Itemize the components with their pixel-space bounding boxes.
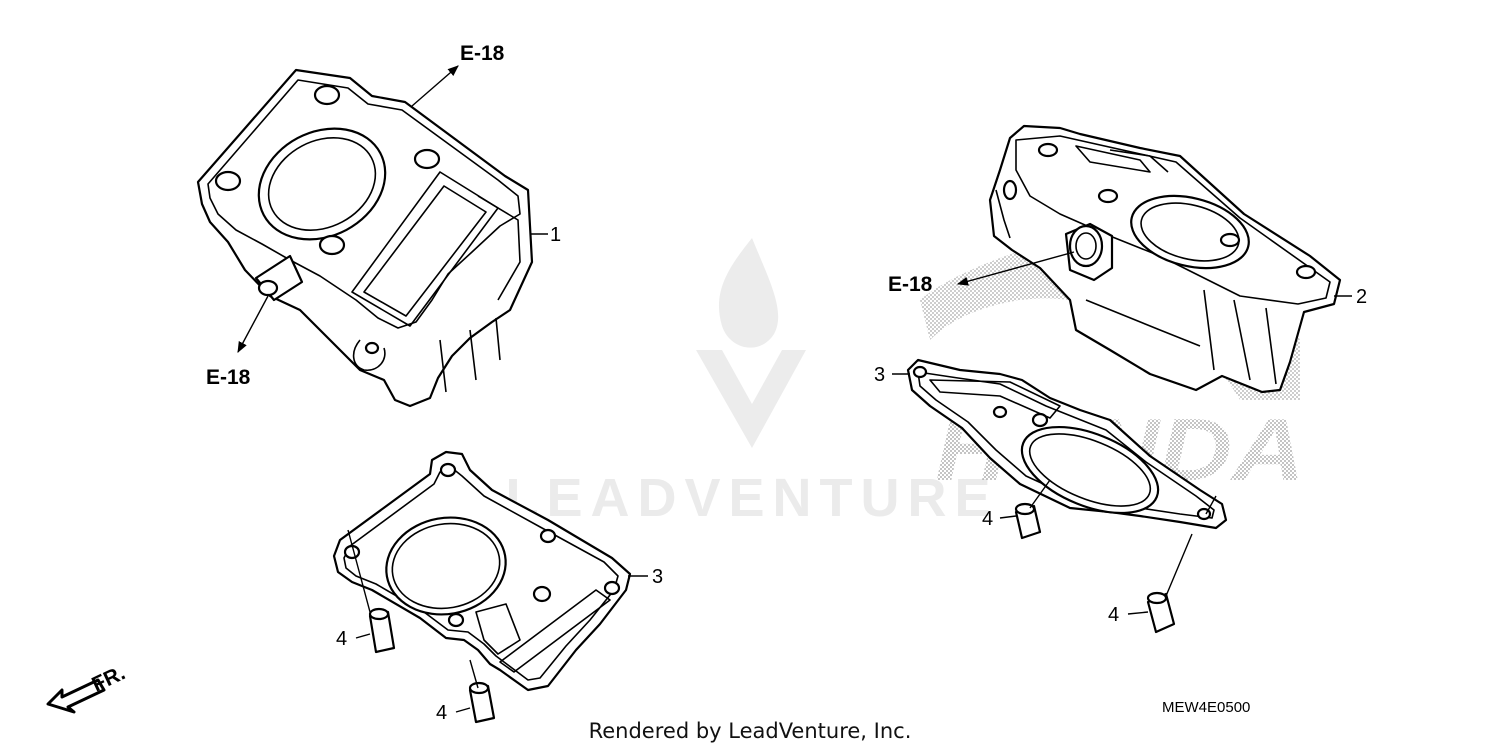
reference-top[interactable]: E-18 [460, 42, 505, 65]
dowel-pin-right-b[interactable] [1146, 591, 1176, 634]
reference-right[interactable]: E-18 [888, 273, 933, 296]
cylinder-right[interactable] [988, 124, 1342, 394]
callout-cylinder-left[interactable]: 1 [550, 224, 561, 246]
flame-logo-icon [696, 238, 806, 448]
drawing-code: MEW4E0500 [1162, 699, 1250, 716]
front-direction-indicator: FR. [46, 661, 129, 714]
leader-lines [237, 65, 1352, 713]
callout-gasket-right[interactable]: 3 [874, 364, 885, 386]
callout-dowel-left-a[interactable]: 4 [336, 628, 347, 650]
cylinder-left[interactable] [196, 68, 534, 408]
gasket-right[interactable] [906, 358, 1228, 530]
footer-credit: Rendered by LeadVenture, Inc. [589, 719, 912, 743]
callout-dowel-right-a[interactable]: 4 [982, 508, 993, 530]
gasket-left[interactable] [332, 450, 632, 692]
callout-cylinder-right[interactable]: 2 [1356, 286, 1367, 308]
watermark-text: LEADVENTURE [505, 468, 998, 528]
callout-dowel-left-b[interactable]: 4 [436, 702, 447, 724]
front-arrow-icon [46, 678, 106, 714]
leadventure-watermark: LEADVENTURE [505, 238, 998, 528]
reference-left[interactable]: E-18 [206, 366, 251, 389]
dowel-pin-right-a[interactable] [1014, 502, 1042, 540]
dowel-pin-left-b[interactable] [468, 681, 496, 724]
callout-gasket-left[interactable]: 3 [652, 566, 663, 588]
callout-dowel-right-b[interactable]: 4 [1108, 604, 1119, 626]
dowel-pin-left-a[interactable] [368, 607, 396, 654]
